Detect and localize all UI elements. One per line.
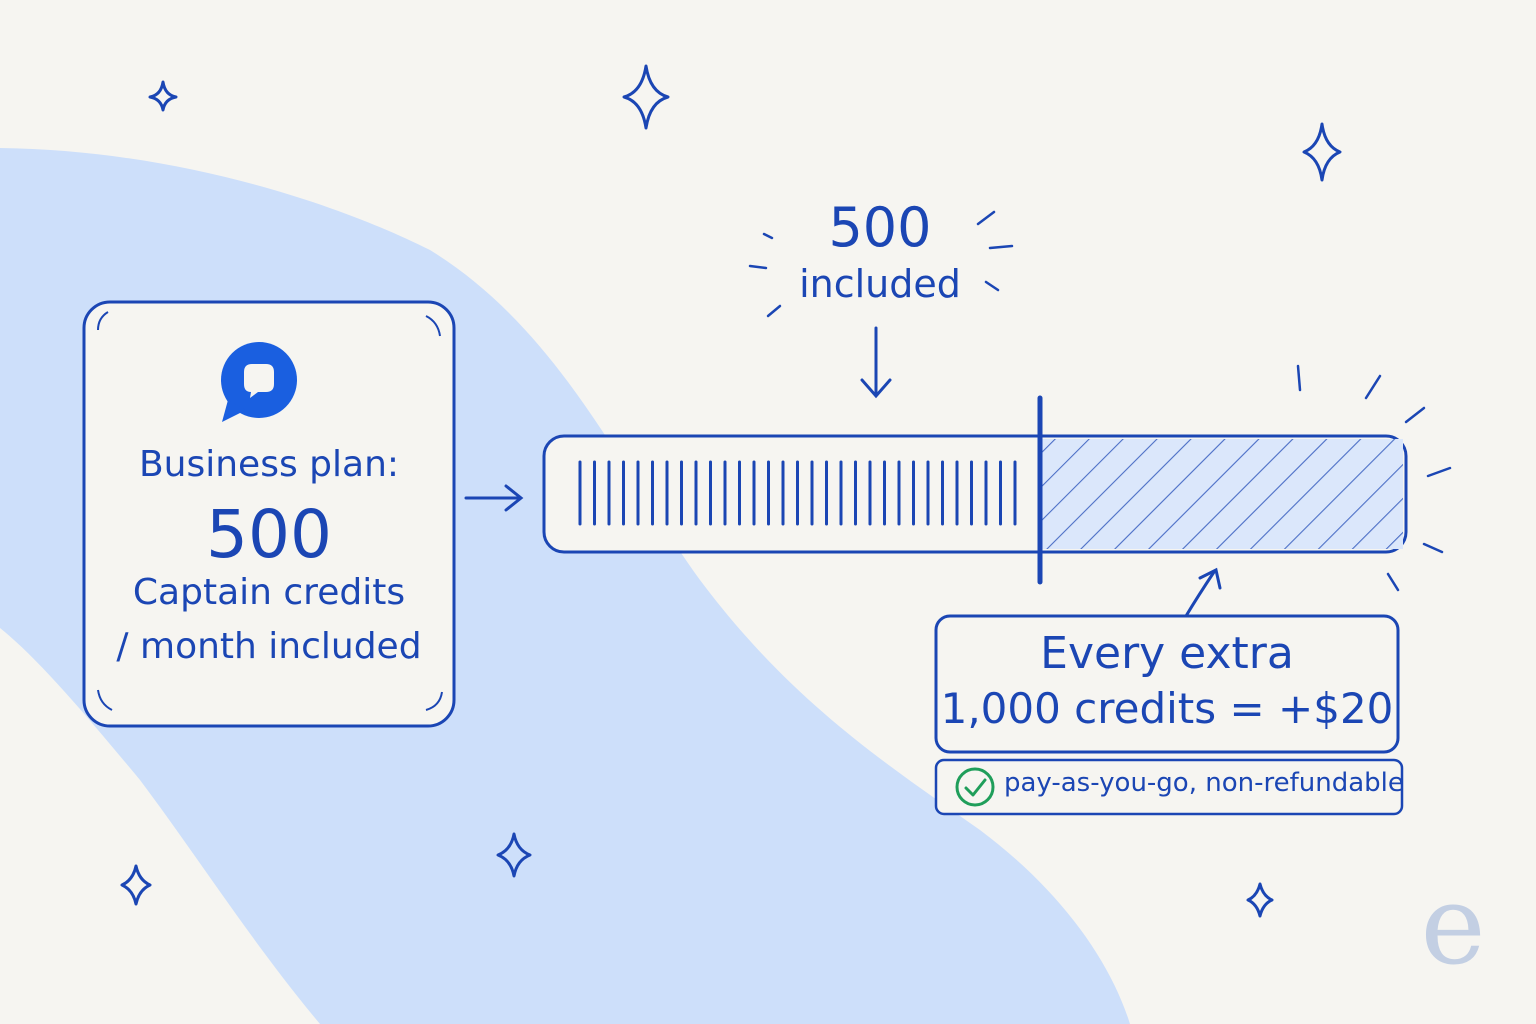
plan-credit-amount: 500 bbox=[206, 496, 332, 573]
overage-text-line1: Every extra bbox=[1040, 628, 1294, 679]
check-circle-icon bbox=[955, 767, 995, 807]
brand-logo: e bbox=[1420, 861, 1486, 989]
overage-text-line2: 1,000 credits = +$20 bbox=[940, 684, 1394, 733]
credit-meter bbox=[542, 395, 1408, 585]
burst-lines bbox=[748, 210, 1014, 318]
pricing-note: pay-as-you-go, non-refundable bbox=[1004, 768, 1404, 798]
sparkle-icon bbox=[148, 80, 178, 112]
sparkle-icon bbox=[120, 864, 152, 906]
overage-arrow bbox=[1184, 567, 1222, 618]
sparkle-icon bbox=[1302, 122, 1342, 182]
sparkle-icon bbox=[1246, 882, 1274, 918]
note-box bbox=[934, 758, 1404, 816]
glow-rays bbox=[1296, 364, 1452, 592]
flow-arrow bbox=[464, 484, 524, 512]
plan-title: Business plan: bbox=[138, 444, 400, 485]
chat-bubble-icon bbox=[221, 342, 297, 422]
included-number: 500 bbox=[828, 196, 932, 259]
down-arrow bbox=[860, 326, 892, 399]
sparkle-icon bbox=[622, 64, 670, 130]
overage-box bbox=[934, 614, 1400, 754]
included-label: included bbox=[799, 262, 961, 306]
sparkle-icon bbox=[496, 832, 532, 878]
plan-card bbox=[82, 300, 456, 728]
included-ticks bbox=[578, 460, 1017, 526]
plan-credit-unit: Captain credits bbox=[132, 572, 406, 613]
plan-credit-period: / month included bbox=[116, 626, 422, 667]
